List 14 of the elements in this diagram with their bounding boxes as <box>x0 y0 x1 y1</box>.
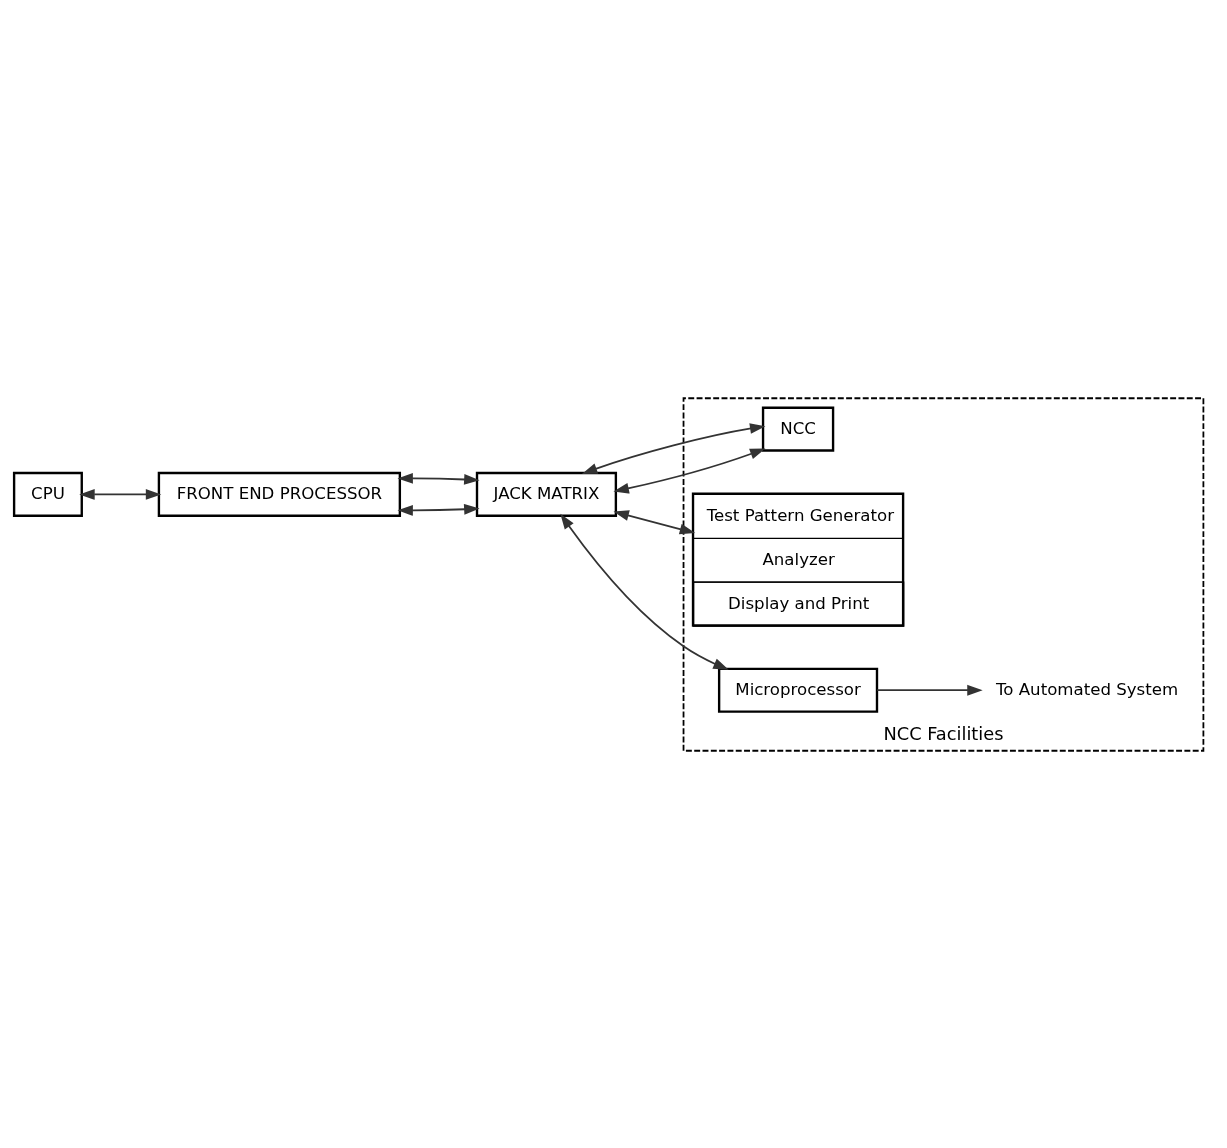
arrow <box>397 472 480 485</box>
arrow <box>397 503 480 516</box>
node-text: To Automated System <box>995 679 1179 699</box>
arrow <box>876 684 983 696</box>
node-box: JACK MATRIX <box>475 471 618 517</box>
arrow <box>613 509 696 534</box>
arrow <box>560 513 729 670</box>
node-box: CPU <box>12 471 83 517</box>
node-box: FRONT END PROCESSOR <box>157 471 402 517</box>
node-box: NCC <box>761 406 835 452</box>
node-box: Microprocessor <box>717 667 879 713</box>
arrow <box>613 447 766 494</box>
arrow <box>79 488 162 500</box>
arrow <box>581 422 766 474</box>
